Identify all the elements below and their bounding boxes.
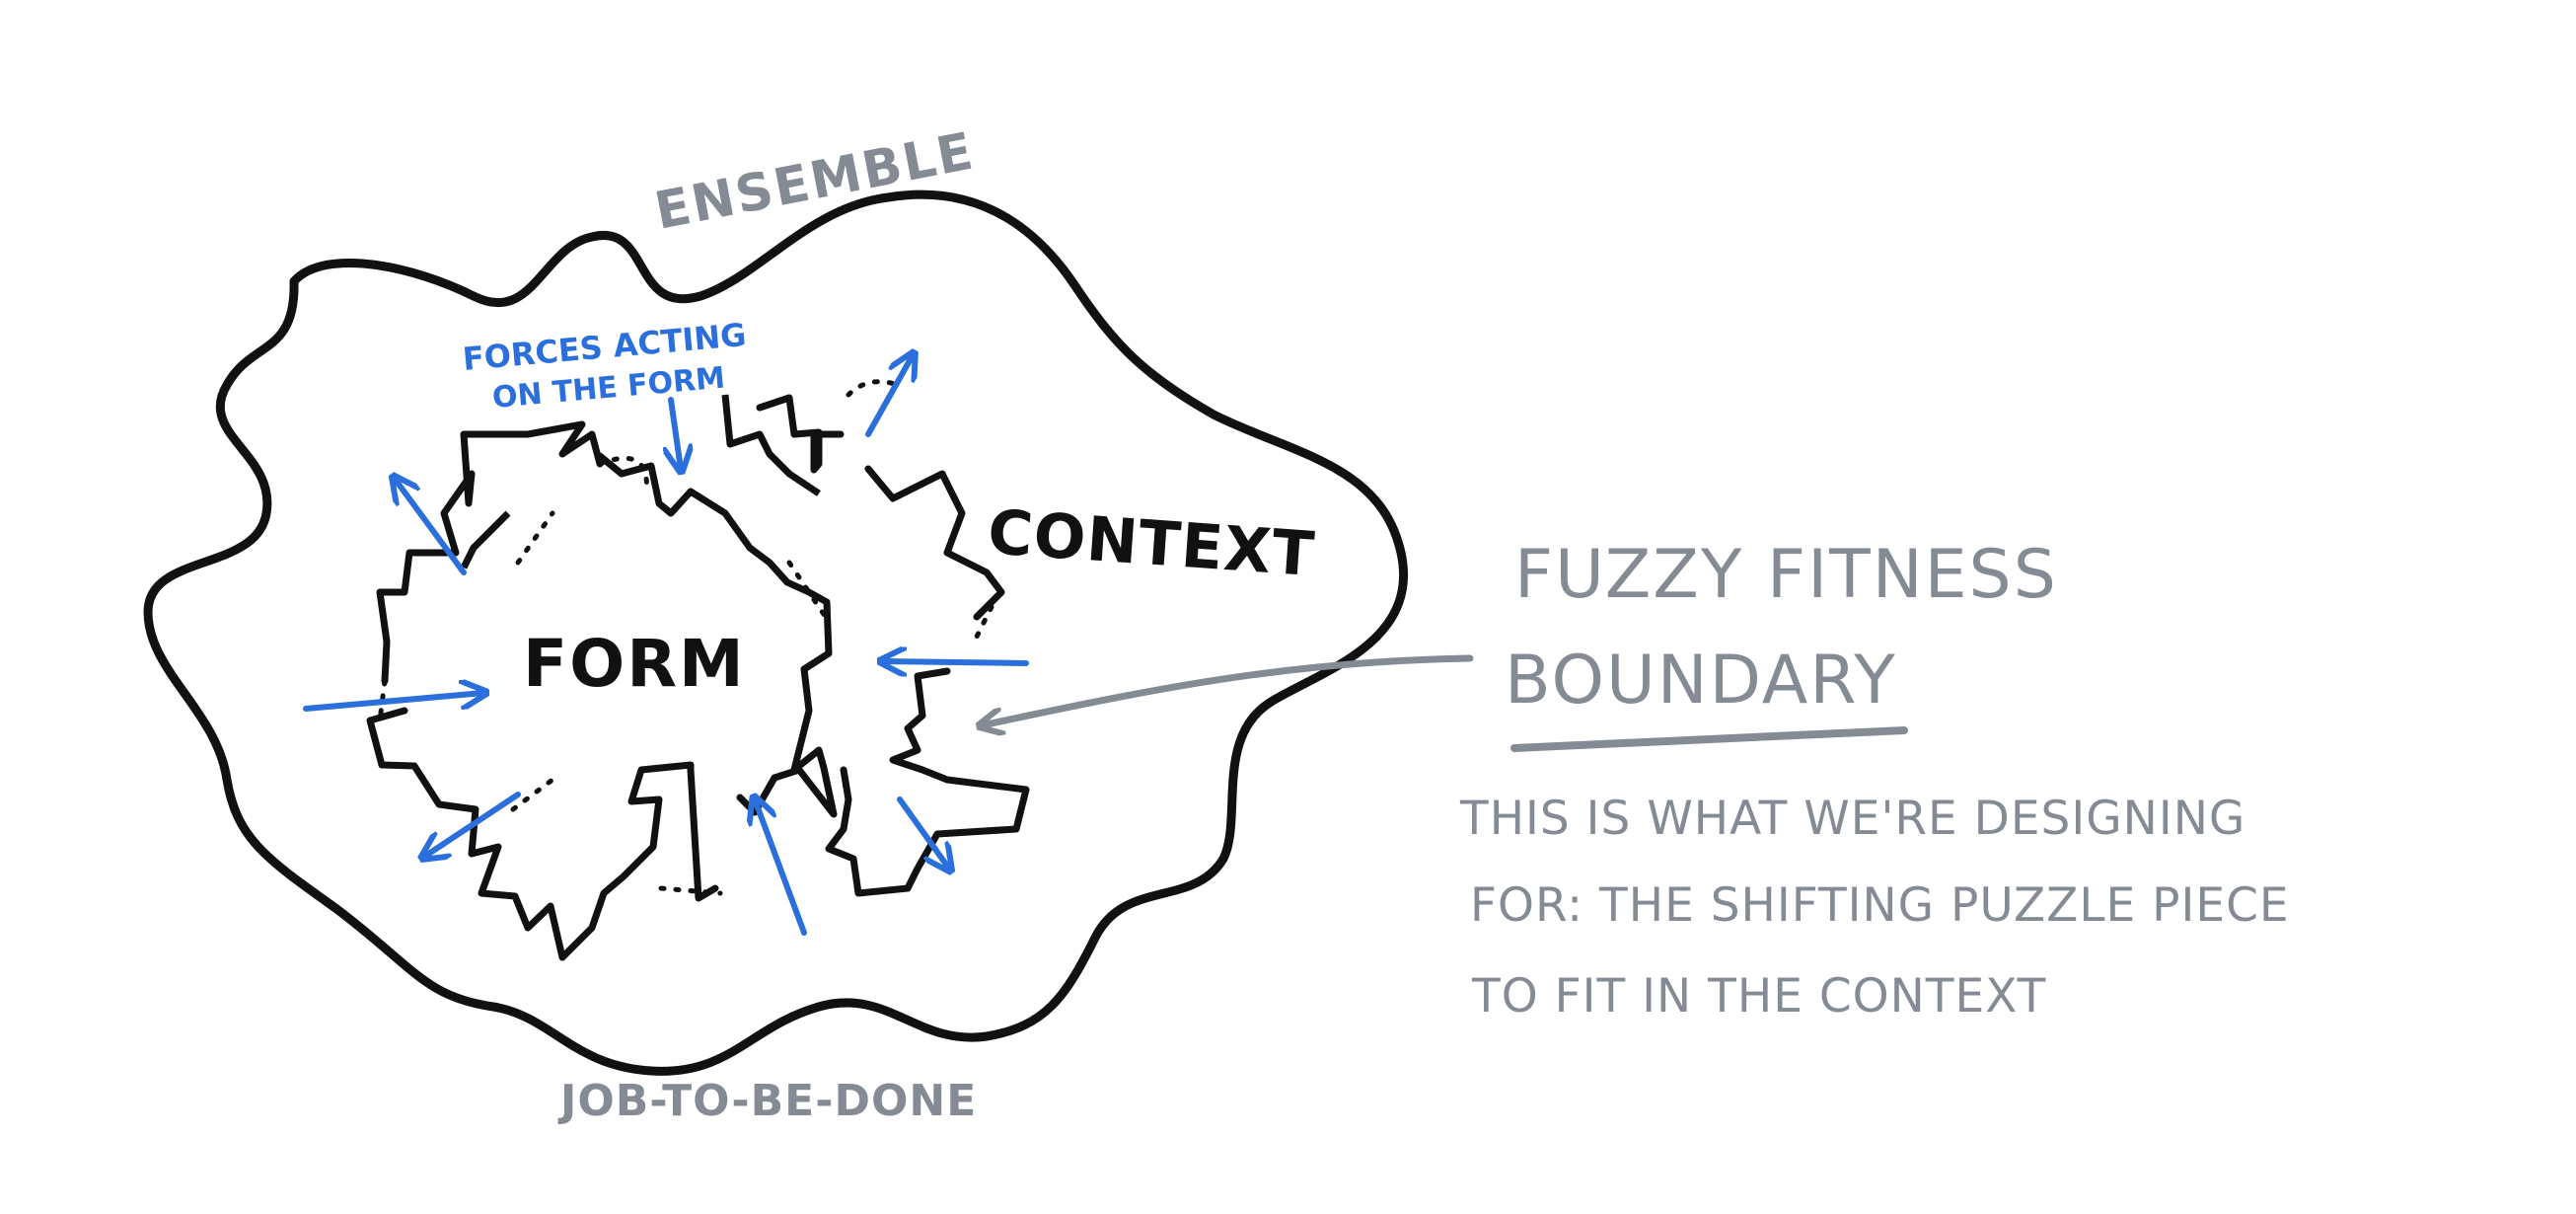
form-label: Form <box>523 626 746 702</box>
fuzzy-title-line-2: Boundary <box>1505 642 1897 720</box>
fuzzy-edge-6 <box>786 560 832 625</box>
force-arrows <box>303 355 1029 936</box>
fuzzy-edge-5 <box>658 885 723 896</box>
force-arrow-top-left <box>395 479 467 575</box>
context-piece <box>756 394 1030 897</box>
job-label: Job-to-be-Done <box>557 1076 977 1126</box>
fuzzy-title-underline <box>1510 726 1908 752</box>
force-arrow-left <box>303 693 483 712</box>
inner-stroke-a <box>721 394 821 496</box>
fuzzy-boundary-pointer <box>982 654 1474 725</box>
force-arrow-bottom-left <box>424 792 521 857</box>
inner-stroke-b <box>460 510 511 569</box>
context-label: Context <box>986 495 1317 590</box>
fuzzy-edge-1 <box>597 455 649 496</box>
force-arrow-right <box>883 661 1029 663</box>
force-arrow-bottom-middle <box>755 799 807 936</box>
description-line-1: This is what we're designing <box>1459 792 2245 846</box>
form-piece <box>366 420 838 961</box>
description-line-2: for: the shifting puzzle piece <box>1470 878 2290 933</box>
description-line-3: to fit in the Context <box>1471 969 2046 1024</box>
fuzzy-edge-2 <box>515 510 555 566</box>
force-arrow-top-right <box>865 355 913 437</box>
ensemble-boundary <box>143 190 1408 1076</box>
fuzzy-edge-7 <box>846 379 901 398</box>
force-arrow-bottom-right <box>897 797 949 869</box>
force-arrow-top-middle <box>671 397 681 469</box>
fuzzy-title-line-1: Fuzzy Fitness <box>1514 536 2058 614</box>
